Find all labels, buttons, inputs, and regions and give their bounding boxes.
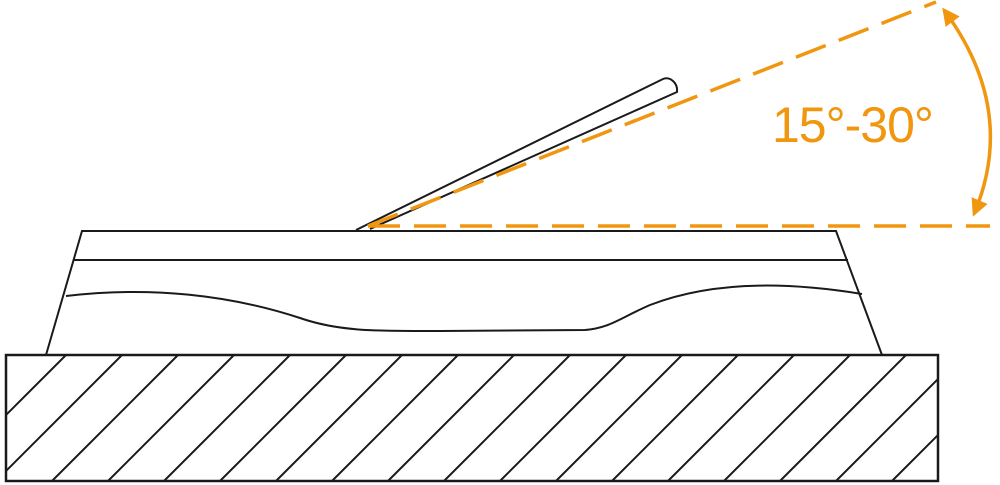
hatch-line: [611, 355, 739, 481]
inclined-reference-line: [367, 0, 937, 228]
hatch-line: [6, 355, 123, 473]
tool-rod-outline: [355, 77, 679, 231]
hatch-line: [667, 355, 795, 481]
hatch-line: [163, 355, 291, 481]
hatch-line: [499, 355, 627, 481]
hatch-line: [219, 355, 347, 481]
workpiece-wave-line: [65, 284, 863, 333]
angle-annotation: [367, 0, 990, 228]
tool-rod: [355, 77, 679, 231]
hatch-line: [331, 355, 459, 481]
hatch-line: [107, 355, 235, 481]
angle-arc-arrow: [942, 7, 993, 217]
hatch-line: [6, 355, 67, 417]
base-hatching: [6, 355, 1000, 481]
hatch-line: [891, 433, 938, 481]
hatch-line: [723, 355, 851, 481]
hatch-line: [275, 355, 403, 481]
hatch-line: [555, 355, 683, 481]
hatch-line: [779, 355, 907, 481]
base-block: [4, 353, 1000, 483]
angle-range-label: 15°-30°: [772, 97, 934, 153]
workpiece: [45, 230, 883, 356]
hatch-line: [443, 355, 571, 481]
hatch-line: [387, 355, 515, 481]
hatch-line: [835, 377, 938, 481]
hatch-line: [948, 355, 1000, 481]
hatch-line: [51, 355, 179, 481]
base-outline: [4, 353, 940, 483]
